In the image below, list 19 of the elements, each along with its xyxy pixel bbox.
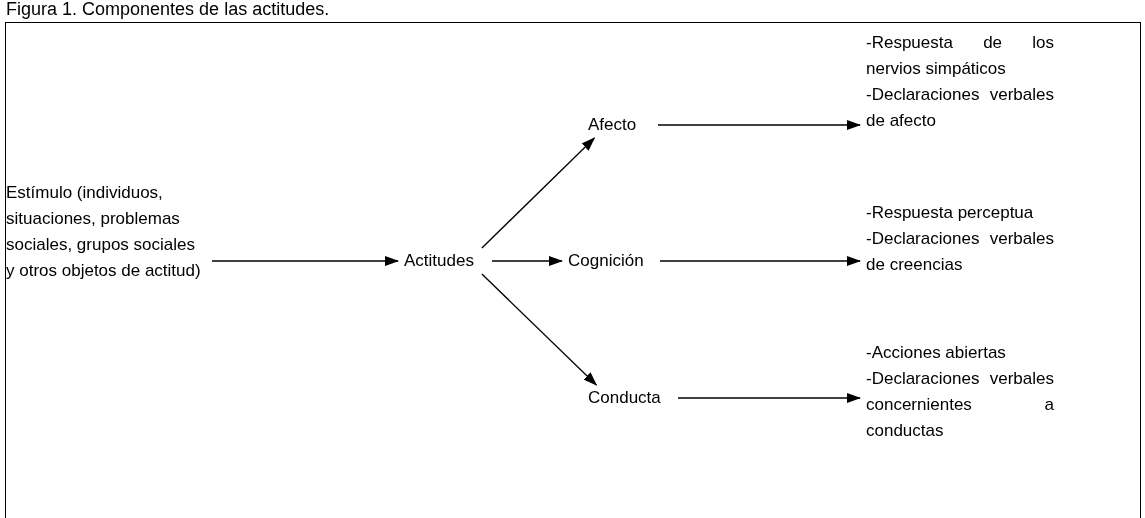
node-label: Afecto xyxy=(588,114,638,136)
response-text: -Acciones abiertas xyxy=(866,342,1007,364)
arrow xyxy=(491,256,563,266)
response-text: -Declaraciones verbales concernientes a conductas xyxy=(866,368,1054,442)
arrow xyxy=(657,120,861,130)
response-text: -Declaraciones verbales de afecto xyxy=(866,84,1054,132)
response-text: -Declaraciones verbales de creencias xyxy=(866,228,1054,276)
node-label: Actitudes xyxy=(404,250,475,272)
figure-title: Figura 1. Componentes de las actitudes. xyxy=(6,0,330,20)
response-text: -Respuesta de los nervios simpáticos xyxy=(866,32,1054,80)
response-text: -Respuesta perceptua xyxy=(866,202,1035,224)
node-label: Estímulo (individuos, situaciones, problemas sociales, grupos sociales y otros objetos de actitud) xyxy=(6,182,202,282)
arrow xyxy=(659,256,861,266)
arrow xyxy=(677,393,861,403)
arrow xyxy=(481,273,598,386)
arrow xyxy=(211,256,399,266)
node-label: Conducta xyxy=(588,387,662,409)
node-label: Cognición xyxy=(568,250,645,272)
arrow xyxy=(481,137,596,249)
